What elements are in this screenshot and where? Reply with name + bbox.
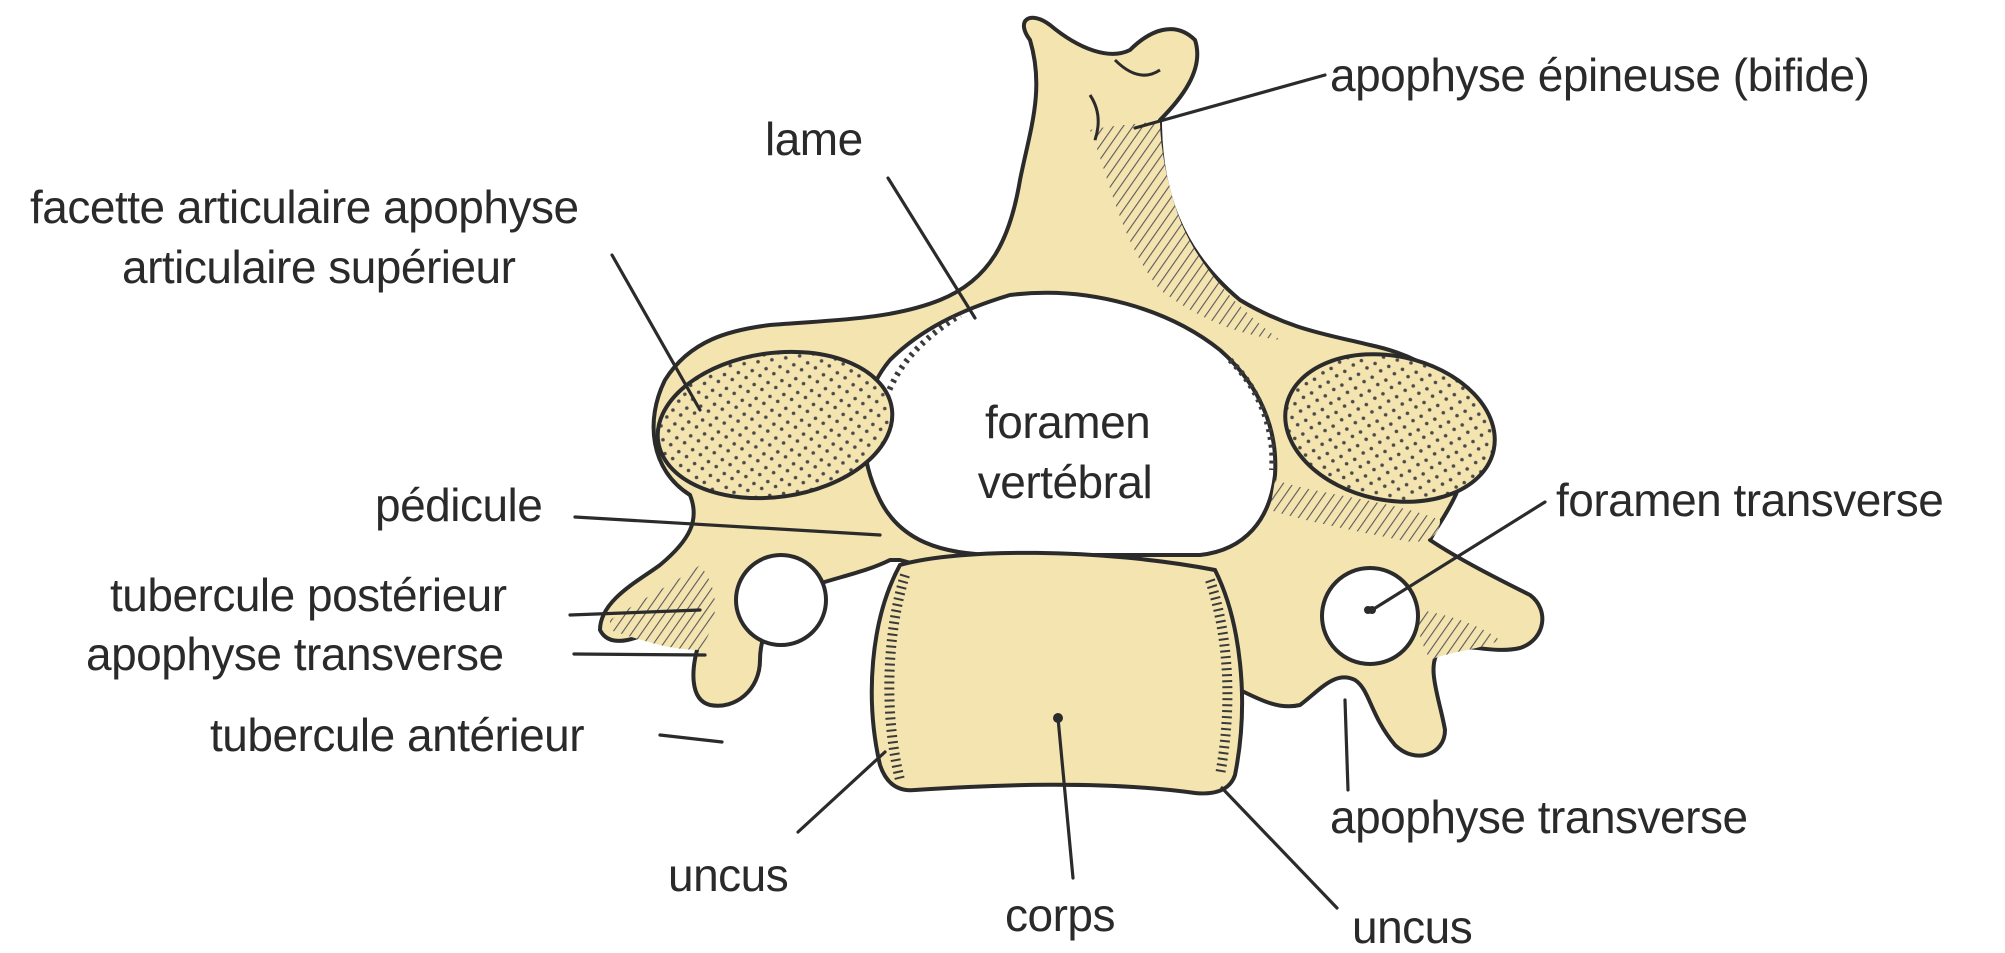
leader-lamina [888,178,975,318]
label-anterior-tubercle: tubercule antérieur [210,708,584,762]
label-posterior-tubercle: tubercule postérieur [110,568,507,622]
label-transverse-process-left: apophyse transverse [86,627,504,681]
vertebral-body [872,553,1242,794]
label-transverse-process-right: apophyse transverse [1330,790,1748,844]
label-body: corps [1005,888,1115,942]
foramen-transverse-left [736,555,826,645]
leader-transverse-left [574,654,705,655]
label-facet-line1: facette articulaire apophyse [30,180,579,234]
leader-transverse-right [1345,700,1348,790]
label-foramen-line1: foramen [985,395,1145,449]
label-pedicle: pédicule [375,478,542,532]
label-uncus-left: uncus [668,848,788,902]
leader-uncus-left [798,752,885,832]
label-uncus-right: uncus [1352,900,1472,953]
label-foramen-line2: vertébral [975,455,1155,509]
label-facet-line2: articulaire supérieur [122,240,515,294]
label-spinous-process: apophyse épineuse (bifide) [1330,48,1869,102]
leader-facet [612,255,700,410]
label-lamina: lame [765,112,863,166]
leader-uncus-right [1222,788,1337,908]
label-foramen-transverse: foramen transverse [1556,473,1943,527]
leader-anterior-tubercle [660,735,722,742]
foramen-transverse-right [1322,568,1418,664]
